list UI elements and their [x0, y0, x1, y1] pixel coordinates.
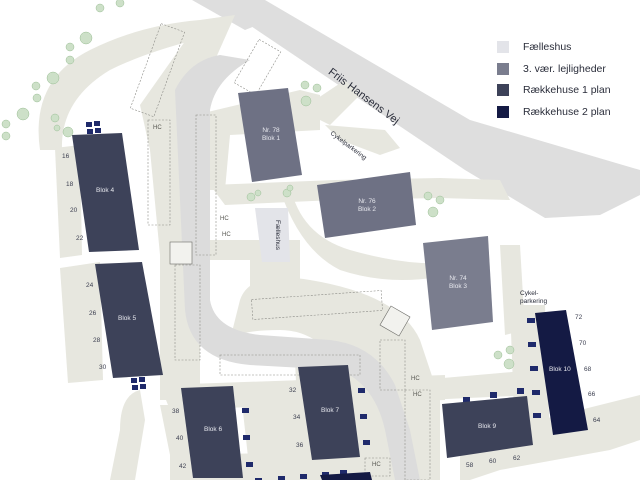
- blok-1-number: Nr. 78: [262, 127, 280, 134]
- parking-stalls: [129, 23, 431, 480]
- legend-label: Fælleshus: [523, 41, 572, 53]
- building-blok-4: [72, 133, 139, 252]
- blok-3-name: Blok 3: [448, 283, 468, 290]
- hc-parking-label: HC: [222, 232, 231, 238]
- house-number: 18: [66, 181, 74, 188]
- blok-1-name: Blok 1: [261, 135, 281, 142]
- building-blok-9: [442, 396, 533, 458]
- building-blok-7: [298, 365, 360, 460]
- blok-2-label: Nr. 76 Blok 2: [352, 198, 382, 214]
- legend-item-rowhouse-1: Rækkehuse 1 plan: [497, 80, 637, 100]
- building-blok-6: [181, 386, 243, 478]
- legend-swatch: [497, 84, 509, 96]
- legend-swatch: [497, 41, 509, 53]
- house-number: 60: [489, 458, 497, 465]
- house-number: 36: [296, 442, 304, 449]
- house-number: 66: [588, 391, 596, 398]
- house-number: 32: [289, 387, 297, 394]
- legend-swatch: [497, 105, 509, 118]
- legend-label: 3. vær. lejligheder: [523, 62, 606, 75]
- blok-3-label: Nr. 74 Blok 3: [443, 275, 473, 291]
- solar-panels: [86, 121, 541, 480]
- blok-10-label: Blok 10: [549, 366, 571, 373]
- legend-item-apartments: 3. vær. lejligheder: [497, 59, 637, 79]
- main-road: [192, 0, 640, 218]
- house-number: 72: [575, 314, 583, 321]
- house-number: 68: [584, 366, 592, 373]
- house-number: 58: [466, 462, 474, 469]
- building-blok-10: [535, 310, 588, 435]
- bike-racks: [169, 241, 411, 337]
- building-blok-2: [317, 172, 416, 238]
- blok-1-label: Nr. 78 Blok 1: [256, 127, 286, 143]
- house-number: 30: [99, 364, 107, 371]
- legend-label: Rækkehuse 1 plan: [523, 84, 611, 96]
- building-bottom-partial: [320, 472, 372, 480]
- house-number: 42: [179, 463, 187, 470]
- hc-parking-label: HC: [411, 376, 420, 382]
- house-number: 24: [86, 282, 94, 289]
- house-number: 64: [593, 417, 601, 424]
- building-blok-5: [95, 262, 163, 378]
- house-number: 70: [579, 340, 587, 347]
- blok-2-name: Blok 2: [357, 206, 377, 213]
- house-number: 62: [513, 455, 521, 462]
- buildings: [72, 88, 588, 480]
- blok-5-label: Blok 5: [118, 315, 137, 322]
- house-number: 34: [293, 414, 301, 421]
- blok-2-number: Nr. 76: [358, 198, 376, 205]
- trees: [1, 0, 515, 370]
- hc-parking-label: HC: [220, 216, 229, 222]
- legend-swatch: [497, 62, 509, 75]
- legend-label: Rækkehuse 2 plan: [523, 105, 611, 118]
- hc-parking-label: HC: [372, 462, 381, 468]
- legend: Fælleshus 3. vær. lejligheder Rækkehuse …: [497, 37, 637, 123]
- hc-parking-label: HC: [153, 125, 162, 131]
- blok-9-label: Blok 9: [478, 423, 497, 430]
- bike-parking-label-east-1: Cykel-: [520, 290, 539, 297]
- building-faelleshus: [255, 208, 290, 262]
- house-number: 22: [76, 235, 84, 242]
- parking-roadway: [175, 55, 420, 480]
- faelleshus-label: Fælleshus: [274, 220, 281, 250]
- building-blok-1: [238, 88, 302, 182]
- bike-parking-label-east-2: parkering: [520, 298, 548, 305]
- house-number: 20: [70, 207, 78, 214]
- blok-7-label: Blok 7: [321, 407, 340, 414]
- house-number: 40: [176, 435, 184, 442]
- hc-parking-label: HC: [413, 392, 422, 398]
- blok-4-label: Blok 4: [96, 187, 115, 194]
- house-number: 28: [93, 337, 101, 344]
- house-number: 38: [172, 408, 180, 415]
- legend-item-rowhouse-2: Rækkehuse 2 plan: [497, 102, 637, 122]
- house-number: 16: [62, 153, 70, 160]
- building-blok-3: [423, 236, 493, 330]
- blok-6-label: Blok 6: [204, 426, 223, 433]
- legend-item-faelleshus: Fælleshus: [497, 37, 637, 57]
- house-number: 26: [89, 310, 97, 317]
- blok-3-number: Nr. 74: [449, 275, 467, 282]
